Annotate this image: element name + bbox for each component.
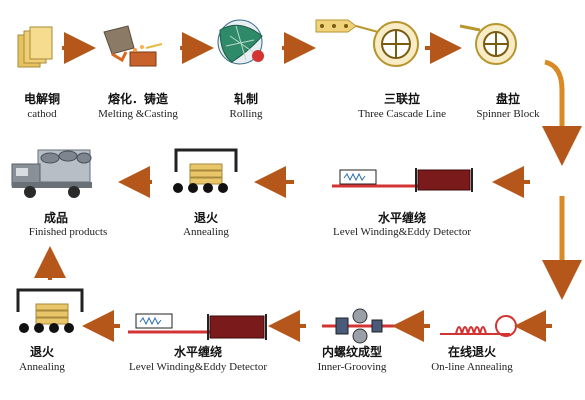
step-label-cn: 三联拉 [384,91,420,106]
step-label-en: Annealing [183,226,229,238]
step-label-en: Spinner Block [476,108,540,120]
step-label-cn: 盘拉 [496,91,520,106]
step-label-en: On-line Annealing [431,361,513,373]
level-winding-icon [128,313,267,340]
step-label-en: Annealing [19,361,65,373]
rolling-mill-icon [217,19,264,65]
level-winding-icon [332,168,473,192]
step-label-cn: 熔化．铸造 [108,91,169,106]
three-cascade-icon [315,19,419,67]
annealing-furnace-icon [173,148,238,193]
melting-casting-icon [103,25,163,67]
step-label-cn: 退火 [30,345,55,359]
online-annealing-icon [440,315,517,337]
step-label-en: cathod [27,108,57,120]
step-label-cn: 轧制 [234,91,258,106]
step-label-cn: 水平缠绕 [174,344,222,359]
spinner-block-icon [459,23,517,65]
step-label-cn: 内螺纹成型 [322,344,382,359]
step-label-en: Melting &Casting [98,108,178,120]
step-label-en: Level Winding&Eddy Detector [129,361,267,373]
step-label-en: Inner-Grooving [318,361,387,373]
cathode-plates-icon [17,26,53,68]
step-label-cn: 退火 [194,211,219,225]
step-label-cn: 水平缠绕 [378,210,426,225]
step-label-cn: 成品 [44,210,68,225]
step-label-cn: 在线退火 [448,344,497,359]
step-label-en: Finished products [29,226,108,238]
step-label-en: Level Winding&Eddy Detector [333,226,471,238]
step-label-cn: 电解铜 [24,91,60,106]
arrow-5 [542,59,582,166]
inner-grooving-icon [322,308,404,344]
annealing-furnace-icon [16,288,84,333]
truck-icon [11,149,92,198]
step-label-en: Three Cascade Line [358,108,446,120]
step-label-en: Rolling [229,108,263,120]
